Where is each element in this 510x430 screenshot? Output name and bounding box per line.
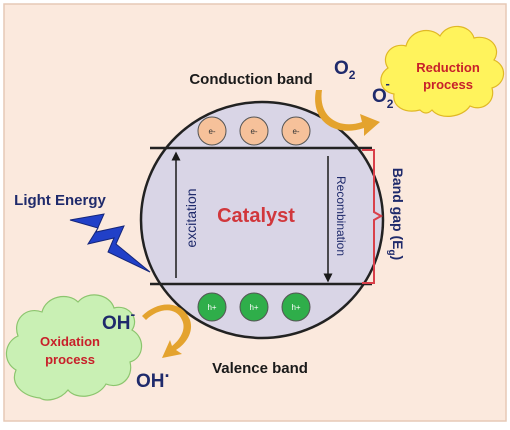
hydroxyl-radical-label: OH.	[136, 361, 170, 392]
electron-group: e-e-e-	[197, 116, 311, 146]
electron	[281, 116, 311, 146]
o2-label: O2	[334, 58, 356, 82]
catalyst-circle	[139, 100, 385, 340]
band-gap-brace	[362, 149, 384, 284]
electron-label: e-	[292, 127, 299, 136]
light-energy-label: Light Energy	[14, 192, 106, 209]
conduction-band-label: Conduction band	[189, 71, 312, 88]
band-gap-label: Band gap (Eg)	[386, 168, 406, 260]
electron-label: e-	[250, 127, 257, 136]
reduction-cloud	[380, 25, 505, 117]
hole	[239, 292, 269, 322]
oxidation-cloud	[5, 294, 143, 401]
valence-band-label: Valence band	[212, 360, 308, 377]
catalyst-label: Catalyst	[217, 205, 295, 227]
oxidation-curved-arrow	[142, 304, 192, 358]
hole	[281, 292, 311, 322]
hole	[197, 292, 227, 322]
electron	[239, 116, 269, 146]
reduction-line1: Reduction	[416, 60, 480, 75]
excitation-label: excitation	[183, 188, 199, 247]
hydroxide-label: OH-	[102, 306, 136, 334]
electron	[197, 116, 227, 146]
hole-label: h+	[291, 303, 300, 312]
lightning-bolt-icon	[69, 213, 151, 273]
oxidation-line1: Oxidation	[40, 334, 100, 349]
reduction-line2: process	[423, 77, 473, 92]
hole-group: h+ h+ h+	[197, 292, 311, 322]
oxidation-line2: process	[45, 352, 95, 367]
electron-label: e-	[208, 127, 215, 136]
reduction-curved-arrow	[315, 90, 380, 136]
recombination-label: Recombination	[334, 176, 348, 256]
hole-label: h+	[207, 303, 216, 312]
hole-label: h+	[249, 303, 258, 312]
superoxide-label: O2-	[372, 76, 394, 111]
